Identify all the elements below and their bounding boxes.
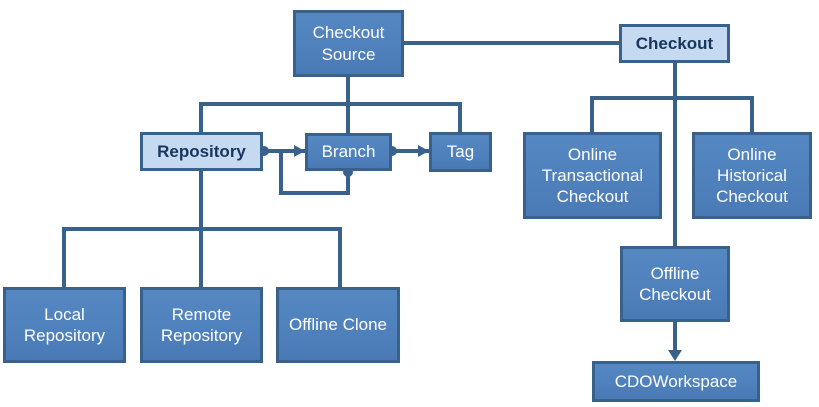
- connector-offlinecheckout-cdoworkspace: [673, 322, 677, 351]
- node-online-transactional-checkout: Online Transactional Checkout: [523, 132, 662, 219]
- arrowhead-into-cdoworkspace-icon: [668, 350, 682, 361]
- connector-bottom-tree-horizontal: [62, 227, 342, 231]
- connector-drop-offline-clone: [338, 227, 342, 287]
- connector-drop-online-transactional: [590, 96, 594, 132]
- connector-branch-selfloop-left: [279, 151, 283, 195]
- node-online-historical-checkout: Online Historical Checkout: [692, 132, 812, 219]
- connector-right-tree-horizontal: [590, 96, 754, 100]
- connector-repository-branch: [263, 149, 305, 153]
- connector-drop-online-historical: [750, 96, 754, 132]
- connector-branch-selfloop-bottom: [279, 191, 350, 195]
- aggregation-dot-repository: [259, 146, 269, 156]
- aggregation-dot-branch-bottom: [343, 167, 353, 177]
- arrowhead-into-tag-icon: [418, 145, 429, 157]
- connector-drop-tag: [458, 106, 462, 132]
- node-cdo-workspace: CDOWorkspace: [592, 361, 760, 402]
- connector-drop-repository: [199, 106, 203, 132]
- node-branch: Branch: [305, 133, 392, 171]
- connector-left-tree-horizontal: [199, 102, 462, 106]
- connector-drop-branch: [346, 106, 350, 133]
- connector-branch-tag: [392, 149, 429, 153]
- connector-branch-selfloop-right: [346, 171, 350, 195]
- node-offline-clone: Offline Clone: [276, 287, 400, 363]
- connector-drop-local-repository: [62, 227, 66, 287]
- connector-checkoutsource-down: [346, 77, 350, 106]
- connector-checkoutsource-checkout: [404, 41, 620, 45]
- node-repository: Repository: [140, 132, 263, 171]
- node-checkout-source: Checkout Source: [293, 10, 404, 77]
- aggregation-dot-branch-right: [387, 146, 397, 156]
- node-local-repository: Local Repository: [3, 287, 126, 363]
- connector-checkout-down: [673, 63, 677, 246]
- node-tag: Tag: [429, 132, 492, 172]
- node-remote-repository: Remote Repository: [140, 287, 263, 363]
- arrowhead-into-branch-icon: [294, 145, 305, 157]
- node-checkout: Checkout: [619, 24, 730, 63]
- node-offline-checkout: Offline Checkout: [620, 246, 730, 322]
